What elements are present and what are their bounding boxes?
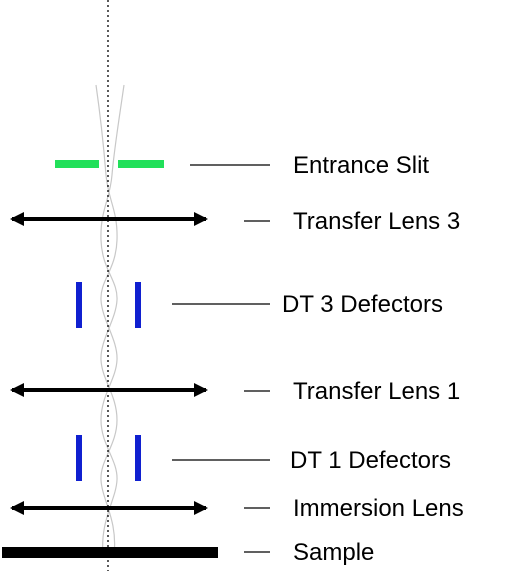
dt1-deflector-left-plate	[76, 435, 82, 481]
sample-plate	[2, 547, 218, 558]
label-sample: Sample	[293, 539, 374, 566]
dt3-deflector-left-plate	[76, 282, 82, 328]
label-entrance-slit: Entrance Slit	[293, 152, 429, 179]
entrance-slit	[55, 160, 164, 168]
label-dt3-deflectors: DT 3 Defectors	[282, 291, 443, 318]
beam-ray-right	[100, 84, 125, 556]
entrance-slit-right-jaw	[118, 160, 164, 168]
label-immersion-lens: Immersion Lens	[293, 495, 464, 522]
label-transfer-lens-3: Transfer Lens 3	[293, 208, 460, 235]
entrance-slit-left-jaw	[55, 160, 99, 168]
dt3-deflectors	[76, 282, 141, 328]
dt3-deflector-right-plate	[135, 282, 141, 328]
label-dt1-deflectors: DT 1 Defectors	[290, 447, 451, 474]
dt1-deflectors	[76, 435, 141, 481]
leader-lines	[172, 164, 270, 553]
dt1-deflector-right-plate	[135, 435, 141, 481]
label-transfer-lens-1: Transfer Lens 1	[293, 378, 460, 405]
beam-envelope	[95, 84, 125, 556]
